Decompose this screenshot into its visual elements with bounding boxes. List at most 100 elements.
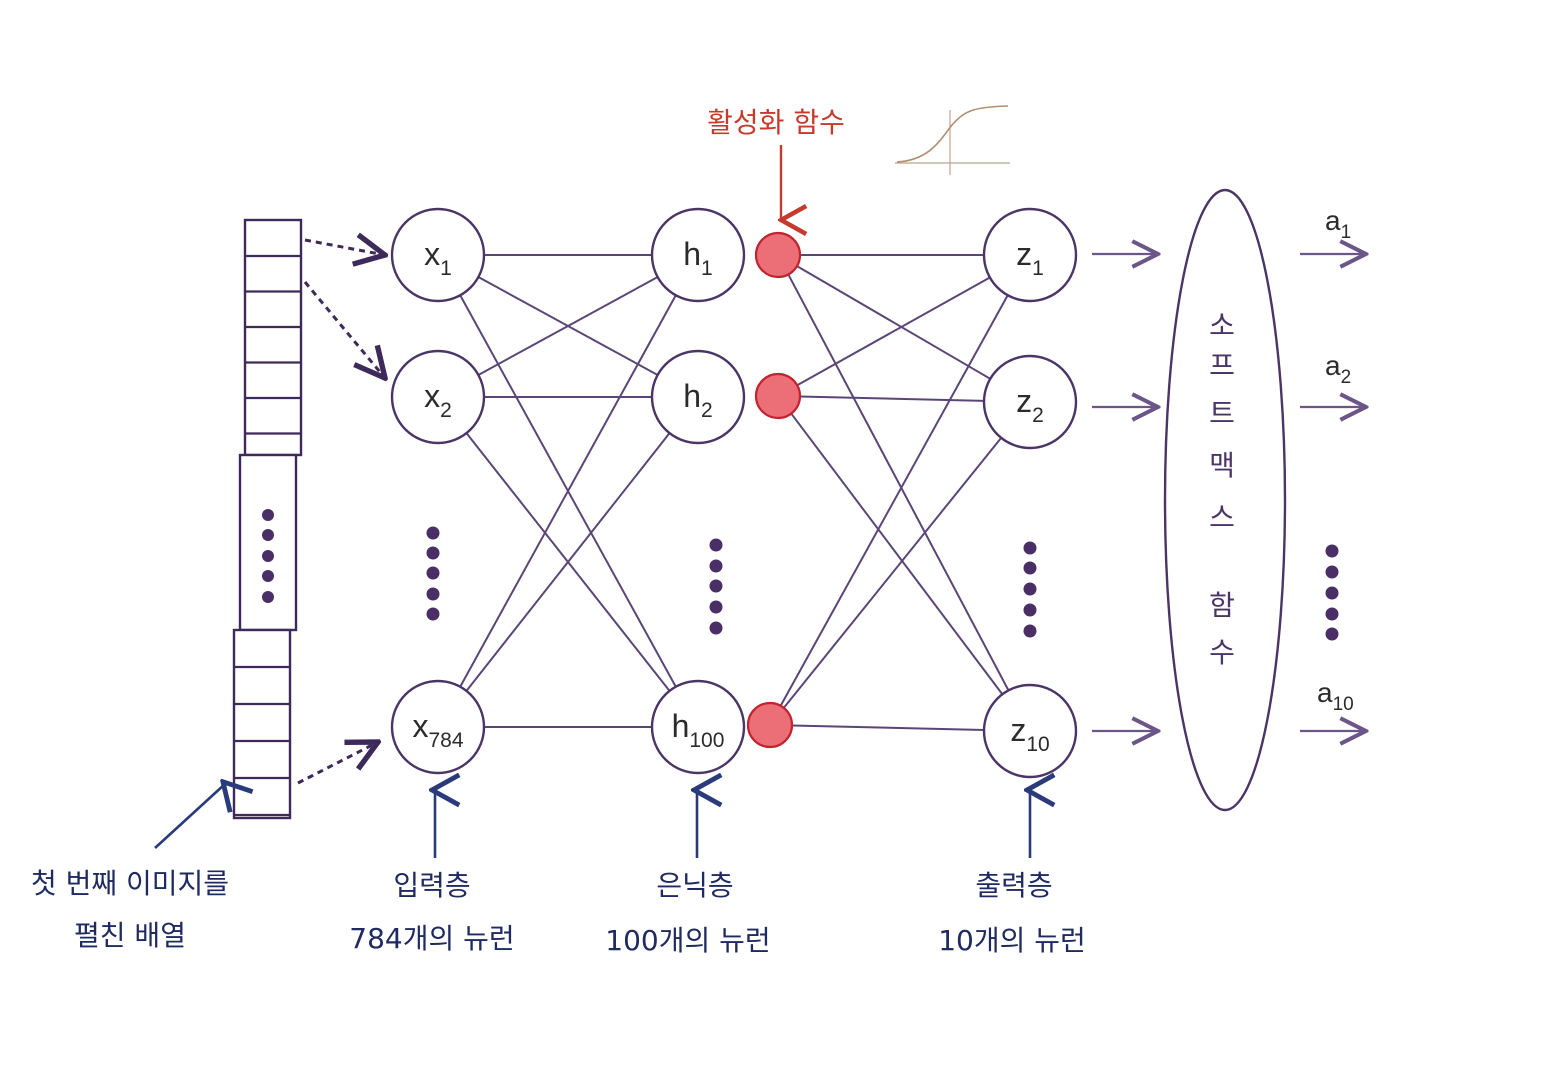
hidden-node-h100-label: h100 (672, 708, 725, 752)
ellipsis-dot (1023, 624, 1037, 638)
ellipsis-dot (426, 526, 440, 540)
sigmoid-graph-icon (895, 105, 1010, 175)
ellipsis-dot (1325, 565, 1339, 579)
output-node-z2-circle (982, 354, 1078, 450)
hidden-node-h100-circle (650, 679, 746, 775)
caption-array-line1: 첫 번째 이미지를 (31, 867, 229, 900)
array-block-top (243, 218, 303, 457)
ellipsis-dot (1023, 561, 1037, 575)
output-labels: a1 a2 a10 (1317, 205, 1354, 715)
ellipsis-dot (1325, 607, 1339, 621)
array-ellipsis-dot (262, 509, 274, 521)
edge-hidden-output (783, 437, 1002, 709)
edge-input-hidden (459, 294, 677, 688)
output-node-z10-label: z10 (1010, 712, 1049, 756)
caption-input: 입력층 784개의 뉴런 (349, 869, 514, 955)
dashed-arrow-x784 (297, 742, 378, 785)
softmax-char: 트 (1209, 397, 1235, 430)
ellipsis-dot (1023, 603, 1037, 617)
array-cells-top (245, 254, 301, 435)
ellipsis-dot (426, 566, 440, 580)
output-node-z1-label: z1 (1016, 236, 1044, 280)
edge-hidden-output (790, 412, 1004, 695)
softmax-char: 함 (1209, 589, 1235, 622)
input-node-x1-label: x1 (424, 236, 452, 280)
ellipsis-dots (426, 526, 1339, 641)
activation-node (754, 372, 802, 420)
edge-hidden-output (799, 395, 985, 402)
hidden-node-h2-circle (650, 349, 746, 445)
array-block-mid (238, 453, 298, 632)
ellipsis-dot (1325, 544, 1339, 558)
edge-hidden-output (779, 294, 1009, 707)
nodes: x1 x2 x784 h1 h2 h100 z1 z2 z10 (390, 207, 1078, 779)
edge-hidden-output (791, 724, 985, 731)
input-node-x784: x784 (390, 679, 486, 775)
input-node-x2: x2 (390, 349, 486, 445)
hidden-node-h1: h1 (650, 207, 746, 303)
dashed-arrow-x2 (303, 281, 385, 378)
ellipsis-dot (1325, 586, 1339, 600)
ellipsis-dot (1325, 627, 1339, 641)
activation-function-label: 활성화 함수 (707, 106, 845, 139)
hidden-node-h100: h100 (650, 679, 746, 775)
caption-array-line2: 펼친 배열 (74, 919, 186, 952)
array-ellipsis-dot (262, 570, 274, 582)
caption-output: 출력층 10개의 뉴런 (938, 869, 1086, 957)
input-node-x1: x1 (390, 207, 486, 303)
softmax-char: 수 (1209, 636, 1235, 669)
softmax-ellipse (1163, 188, 1287, 812)
softmax-char: 소 (1209, 309, 1235, 342)
dashed-arrow-x1 (304, 240, 385, 255)
input-node-x784-label: x784 (412, 708, 463, 752)
input-node-x1-circle (390, 207, 486, 303)
edge-hidden-output (787, 273, 1010, 691)
array-ellipsis-dot (262, 591, 274, 603)
output-label-a2: a2 (1325, 350, 1351, 388)
ellipsis-dot (426, 546, 440, 560)
output-label-a10: a10 (1317, 677, 1354, 715)
connection-edges (459, 254, 1010, 731)
output-node-z10: z10 (982, 683, 1078, 779)
output-node-z1-circle (982, 207, 1078, 303)
input-node-x784-circle (390, 679, 486, 775)
activation-node (746, 701, 794, 749)
ellipsis-dot (1023, 582, 1037, 596)
activation-node (754, 231, 802, 279)
caption-output-line1: 출력층 (975, 869, 1052, 902)
input-node-x2-label: x2 (424, 378, 452, 422)
array-ellipsis-dot (262, 529, 274, 541)
caption-hidden-line1: 은닉층 (656, 869, 733, 902)
output-label-a1: a1 (1325, 205, 1351, 243)
edge-hidden-output (796, 276, 991, 387)
array-dots (262, 509, 274, 603)
ellipsis-dot (709, 559, 723, 573)
output-node-z1: z1 (982, 207, 1078, 303)
hidden-node-h2: h2 (650, 349, 746, 445)
hidden-node-h2-label: h2 (683, 378, 712, 422)
ellipsis-dot (426, 607, 440, 621)
ellipsis-dot (426, 587, 440, 601)
caption-array: 첫 번째 이미지를 펼친 배열 (31, 867, 229, 952)
caption-output-line2: 10개의 뉴런 (938, 924, 1086, 957)
softmax-char: 프 (1209, 349, 1235, 382)
array-ellipsis-dot (262, 550, 274, 562)
output-node-z10-circle (982, 683, 1078, 779)
hidden-node-h1-label: h1 (683, 236, 712, 280)
ellipsis-dot (709, 600, 723, 614)
input-node-x2-circle (390, 349, 486, 445)
caption-hidden: 은닉층 100개의 뉴런 (605, 869, 770, 957)
ellipsis-dot (709, 538, 723, 552)
array-cells-bottom (234, 665, 290, 817)
edge-input-hidden (477, 276, 659, 376)
softmax-char: 맥 (1209, 449, 1235, 482)
output-node-z2-label: z2 (1016, 383, 1044, 427)
ellipsis-dot (709, 579, 723, 593)
array-block-bottom (232, 628, 292, 820)
edge-hidden-output (796, 265, 991, 380)
caption-input-line1: 입력층 (393, 869, 470, 902)
arrow-caption-array (154, 784, 225, 849)
flattened-array (232, 218, 303, 820)
